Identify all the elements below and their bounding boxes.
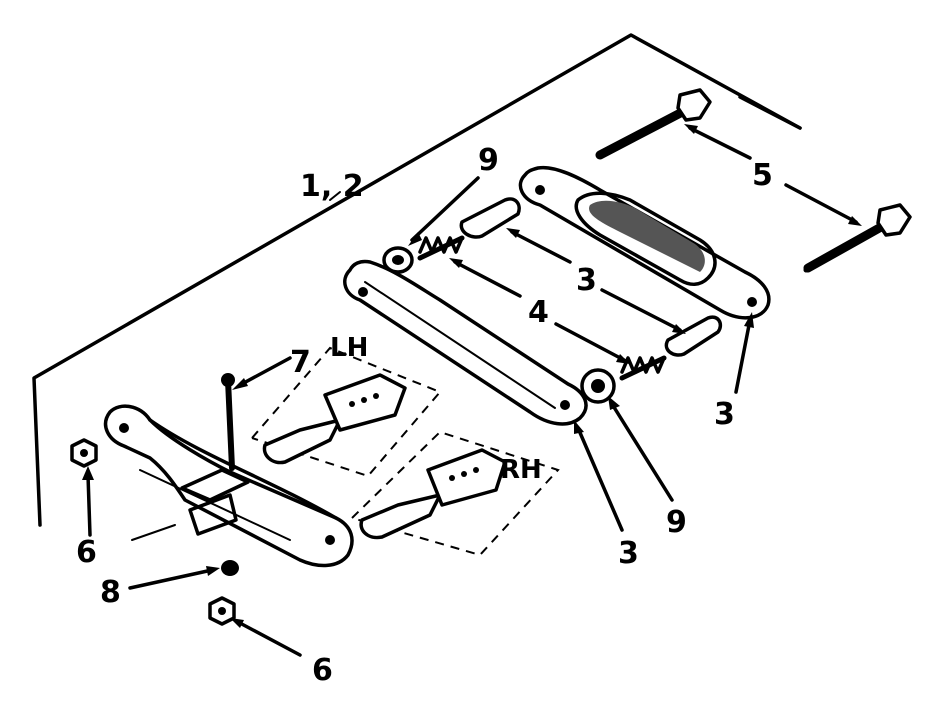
spacer-lower bbox=[664, 315, 723, 357]
spacer-upper bbox=[459, 197, 521, 239]
hitch-frame bbox=[103, 404, 354, 568]
label-washer-top: 9 bbox=[478, 143, 499, 178]
nut-bottom bbox=[208, 596, 236, 626]
rear-plate bbox=[518, 165, 771, 320]
washer-upper bbox=[382, 246, 414, 274]
spring-lower bbox=[619, 355, 667, 381]
bolt-upper bbox=[595, 88, 712, 160]
rh-bracket bbox=[351, 430, 560, 557]
label-spacer-right: 3 bbox=[714, 397, 735, 432]
spring-upper bbox=[417, 235, 465, 261]
label-washer-bottom: 9 bbox=[666, 505, 687, 540]
label-left-hand: LH bbox=[330, 333, 368, 363]
washer-small bbox=[221, 560, 239, 576]
label-pin: 7 bbox=[290, 345, 311, 380]
leader-lines bbox=[82, 124, 862, 657]
label-spring: 4 bbox=[528, 295, 549, 330]
bolt-lower bbox=[803, 203, 912, 273]
upper-plate bbox=[343, 259, 588, 426]
label-assembly: 1, 2 bbox=[300, 169, 364, 204]
label-spacer-top: 3 bbox=[576, 263, 597, 298]
label-nut-left: 6 bbox=[76, 535, 97, 570]
label-right-hand: RH bbox=[500, 455, 542, 485]
assembly-bracket-line bbox=[32, 33, 802, 527]
lh-bracket bbox=[251, 346, 442, 478]
nut-left bbox=[70, 438, 98, 468]
label-plate-bottom: 3 bbox=[618, 536, 639, 571]
label-washer-small: 8 bbox=[100, 575, 121, 610]
pin bbox=[221, 373, 235, 471]
washer-lower bbox=[580, 368, 616, 404]
label-nut-bottom: 6 bbox=[312, 653, 333, 688]
label-bolt: 5 bbox=[752, 158, 773, 193]
